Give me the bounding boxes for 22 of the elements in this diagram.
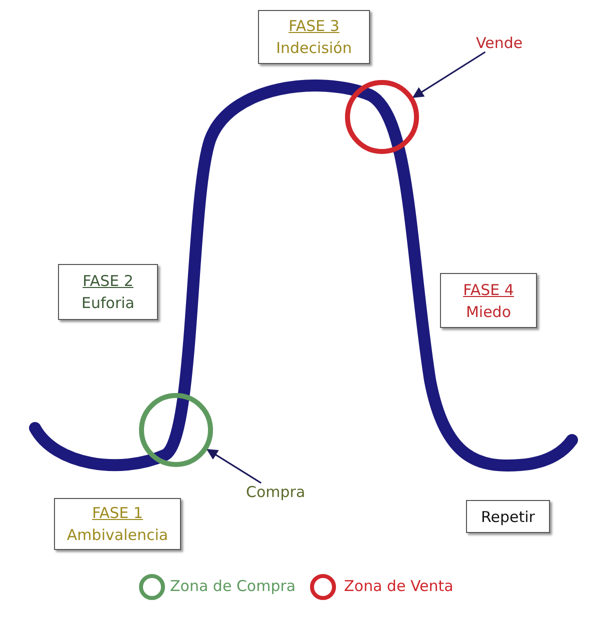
phase-heading: FASE 1 bbox=[92, 503, 143, 524]
phase-heading: FASE 2 bbox=[82, 271, 134, 292]
phase-box bbox=[54, 498, 181, 550]
phase-label: Euforia bbox=[82, 293, 134, 314]
callout-text: Compra bbox=[246, 483, 306, 501]
arrow bbox=[206, 448, 262, 484]
legend-label: Zona de Venta bbox=[344, 577, 454, 595]
callout-text: Vende bbox=[476, 34, 523, 52]
phase-box bbox=[466, 500, 550, 533]
zone-circle bbox=[345, 80, 419, 154]
phase-box bbox=[440, 273, 537, 328]
phase-box bbox=[258, 10, 370, 64]
phase-label: Indecisión bbox=[276, 38, 352, 59]
arrow bbox=[412, 51, 486, 98]
phase-label: Repetir bbox=[481, 506, 535, 528]
phase-heading: FASE 3 bbox=[288, 16, 340, 37]
zone-circle bbox=[139, 393, 213, 467]
legend-label: Zona de Compra bbox=[170, 577, 296, 595]
phase-label: Miedo bbox=[466, 302, 512, 322]
phase-label: Ambivalencia bbox=[66, 525, 168, 546]
phase-box bbox=[58, 264, 158, 320]
phase-heading: FASE 4 bbox=[463, 280, 514, 300]
